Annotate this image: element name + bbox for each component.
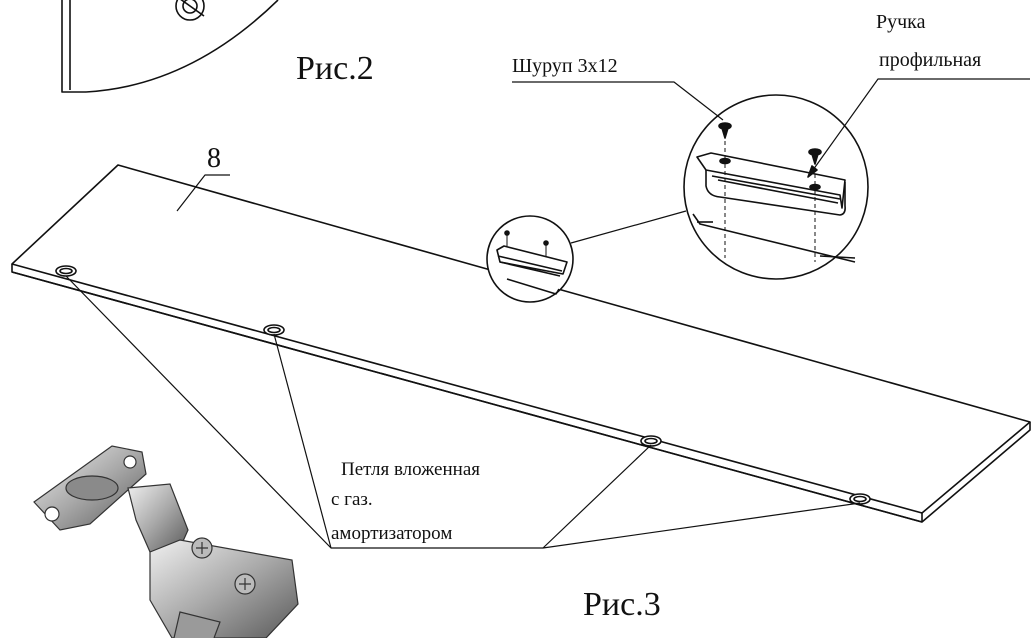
screw-leader bbox=[512, 81, 724, 121]
hinge-callout-line3: амортизатором bbox=[331, 523, 453, 544]
fig3-caption: Рис.3 bbox=[583, 586, 661, 623]
handle-leader-arrow bbox=[807, 165, 818, 178]
fig2-fitting-icon bbox=[175, 0, 205, 21]
handle-leader bbox=[807, 78, 1030, 178]
hinge-callout-line2: с газ. bbox=[331, 489, 373, 510]
handle-small-circle bbox=[486, 215, 574, 303]
part-number: 8 bbox=[207, 143, 221, 174]
fig2-detail bbox=[61, 0, 279, 93]
hinge-photo bbox=[33, 445, 299, 638]
hinge-cup-1 bbox=[55, 265, 77, 277]
screw-2 bbox=[808, 148, 822, 165]
part-leader bbox=[176, 174, 230, 212]
screw-callout: Шуруп 3х12 bbox=[512, 55, 618, 77]
hinge-cup-3 bbox=[640, 435, 662, 447]
handle-detail-circle bbox=[683, 94, 869, 280]
hinge-cup-2 bbox=[263, 324, 285, 336]
hinge-cup-4 bbox=[849, 493, 871, 505]
handle-callout-line2: профильная bbox=[879, 49, 982, 71]
fig2-caption: Рис.2 bbox=[296, 50, 374, 87]
door-panel bbox=[11, 164, 1031, 523]
screw-1 bbox=[718, 122, 732, 139]
zoom-leader bbox=[570, 210, 687, 244]
hinge-callout-line1: Петля вложенная bbox=[341, 459, 481, 480]
handle-callout-line1: Ручка bbox=[876, 11, 926, 33]
